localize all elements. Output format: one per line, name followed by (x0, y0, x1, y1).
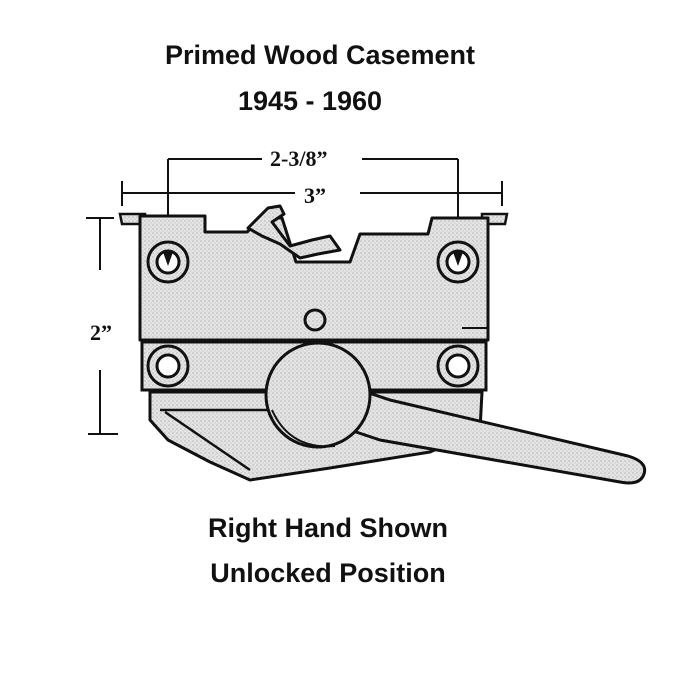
screw-holes (146, 240, 480, 388)
diagram-title: Primed Wood Casement (164, 40, 476, 70)
latch-hook (246, 204, 342, 260)
caption-position: Unlocked Position (210, 558, 446, 588)
overall-width-label: 3” (300, 184, 330, 208)
overall-width-dimension-line (121, 181, 503, 206)
hub-shadow (271, 409, 336, 448)
handle-hub (264, 341, 372, 449)
year-range: 1945 - 1960 (237, 86, 383, 116)
screw-hole-bottom-right (436, 344, 480, 388)
upper-base-plate (138, 214, 490, 342)
handle-arm (318, 378, 647, 485)
hole-arrowheads (163, 252, 463, 266)
height-label: 2” (90, 320, 112, 345)
hole-spacing-label: 2-3/8” (266, 147, 332, 171)
height-dimension-line (86, 217, 118, 435)
screw-hole-bottom-left (146, 344, 190, 388)
caption-handedness: Right Hand Shown (208, 513, 448, 543)
center-pin (303, 308, 327, 332)
